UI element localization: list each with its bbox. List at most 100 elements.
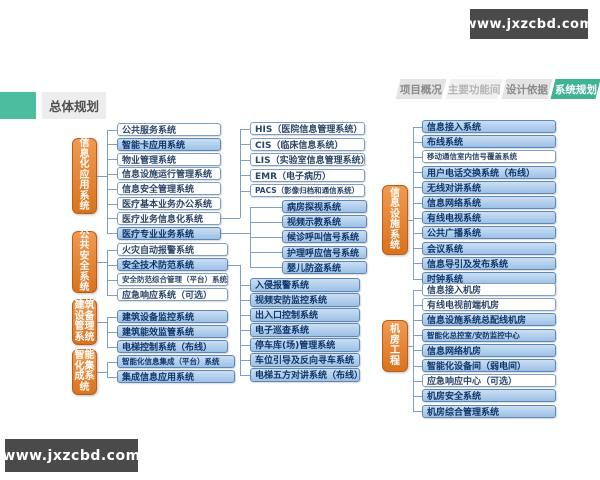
connector-line [240,264,241,375]
tree-node: 入侵报警系统 [250,278,360,292]
tree-node: 停车库(场)管理系统 [250,338,360,352]
connector-line [413,278,422,280]
connector-line [240,128,250,130]
group-label-line: 息 [390,198,400,209]
tree-node: 信息安全管理系统 [117,182,221,196]
tree-node: 机房综合管理系统 [422,404,556,418]
connector-line [107,144,117,146]
group-label-line: 系 [390,229,400,241]
group-label-line: 息 [79,148,90,160]
connector-line [107,203,117,205]
tab-project-overview[interactable]: 项目概况 [395,79,447,99]
group-label-info-facility: 信息设施系统 [382,185,408,255]
connector-line [107,361,108,377]
group-label-line: 智能 [74,350,95,361]
tree-node: 有线电视前端机房 [422,298,556,312]
tree-node: 信息设施运行管理系统 [117,167,221,181]
group-label-info-app: 信息化应用系统 [72,138,97,214]
connector-line [408,346,413,347]
connector-line [413,248,422,250]
tree-node: 医疗基本业务办公系统 [117,197,221,210]
accent-block [0,92,36,119]
group-label-line: 化集 [74,360,95,372]
tree-node: 物业管理系统 [117,152,221,166]
connector-line [413,156,422,158]
tree-node: 会议系统 [422,241,556,255]
tree-node: 火灾自动报警系统 [117,243,228,256]
tree-node: 医疗业务信息化系统 [117,211,221,225]
tree-node: 有线电视系统 [422,211,556,225]
tree-node: 建筑设备监控系统 [117,310,228,323]
connector-line [107,264,117,266]
group-label-line: 程 [390,355,400,367]
tree-node: 视频安防监控系统 [250,293,360,307]
tree-node: 信息接入系统 [422,120,556,133]
connector-line [413,263,422,265]
tree-node: CIS（临床信息系统） [250,137,365,151]
tree-node: 信息接入机房 [422,283,556,296]
group-label-line: 机 [390,324,400,335]
connector-line [240,299,250,301]
connector-line [250,252,282,254]
group-label-line: 公 [79,229,90,241]
group-label-building-mgmt: 建筑设备管理系统 [72,299,97,345]
tree-node: 医疗专业业务系统 [117,226,221,240]
connector-line [240,144,250,145]
tree-node: 应急响应系统（可选） [117,288,228,301]
tree-node: 公共服务系统 [117,123,221,136]
connector-line [413,304,422,306]
group-label-line: 系 [79,271,90,283]
group-label-line: 全 [79,261,90,272]
tree-node: 电子巡查系统 [250,323,360,337]
tree-node: 机房安全系统 [422,389,556,403]
group-label-public-security: 公共安全系统 [72,229,97,293]
group-label-line: 系统 [74,331,95,343]
connector-line [107,188,117,190]
group-label-line: 统 [79,201,90,213]
tree-node: 候诊呼叫信号系统 [282,230,367,244]
connector-line [240,284,250,286]
tree-node: 智能化设备间（弱电间） [422,359,556,372]
tab-design-basis[interactable]: 设计依据 [501,79,553,99]
connector-line [107,346,117,348]
tab-main-functions-label: 主要功能间 [447,83,501,96]
tree-node: 电梯五方对讲系统（布线） [250,368,363,382]
group-label-line: 化 [79,159,90,171]
tree-node: 信息设施系统总配线机房 [422,313,556,327]
tree-node: HIS（医院信息管理系统） [250,122,365,135]
tree-node: 车位引导及反向寻车系统 [250,353,360,367]
group-label-machine-room: 机房工程 [382,320,408,372]
tree-node: 安全技术防范系统 [117,258,228,271]
connector-line [97,176,107,177]
tree-node: PACS（影像归档和通信系统） [250,184,365,197]
connector-line [250,267,282,269]
tab-main-functions[interactable]: 主要功能间 [445,79,503,99]
group-label-line: 管理 [74,321,95,332]
connector-line [240,175,250,176]
group-label-line: 用 [79,180,90,192]
connector-line [221,233,250,235]
tree-node: EMR（电子病历） [250,168,365,182]
connector-line [413,172,422,174]
connector-line [413,395,422,397]
group-label-line: 统 [79,282,90,293]
group-label-line: 工 [390,345,400,356]
group-label-line: 设 [390,208,400,220]
group-label-line: 信 [79,138,90,150]
group-label-line: 设备 [74,310,95,322]
page-title: 总体规划 [42,92,106,119]
connector-line [107,249,117,251]
connector-line [413,289,422,291]
tree-node: 电梯控制系统（布线） [117,340,228,353]
connector-line [413,411,422,413]
group-label-line: 统 [390,240,400,251]
connector-line [413,350,422,352]
tab-system-planning[interactable]: 系统规划 [550,79,600,99]
connector-line [107,361,117,363]
tree-node: 出入口控制系统 [250,308,360,322]
tree-node: 移动通信室内信号覆盖系统 [422,150,556,164]
connector-line [240,159,250,161]
connector-line [413,335,422,337]
connector-line [107,129,108,234]
